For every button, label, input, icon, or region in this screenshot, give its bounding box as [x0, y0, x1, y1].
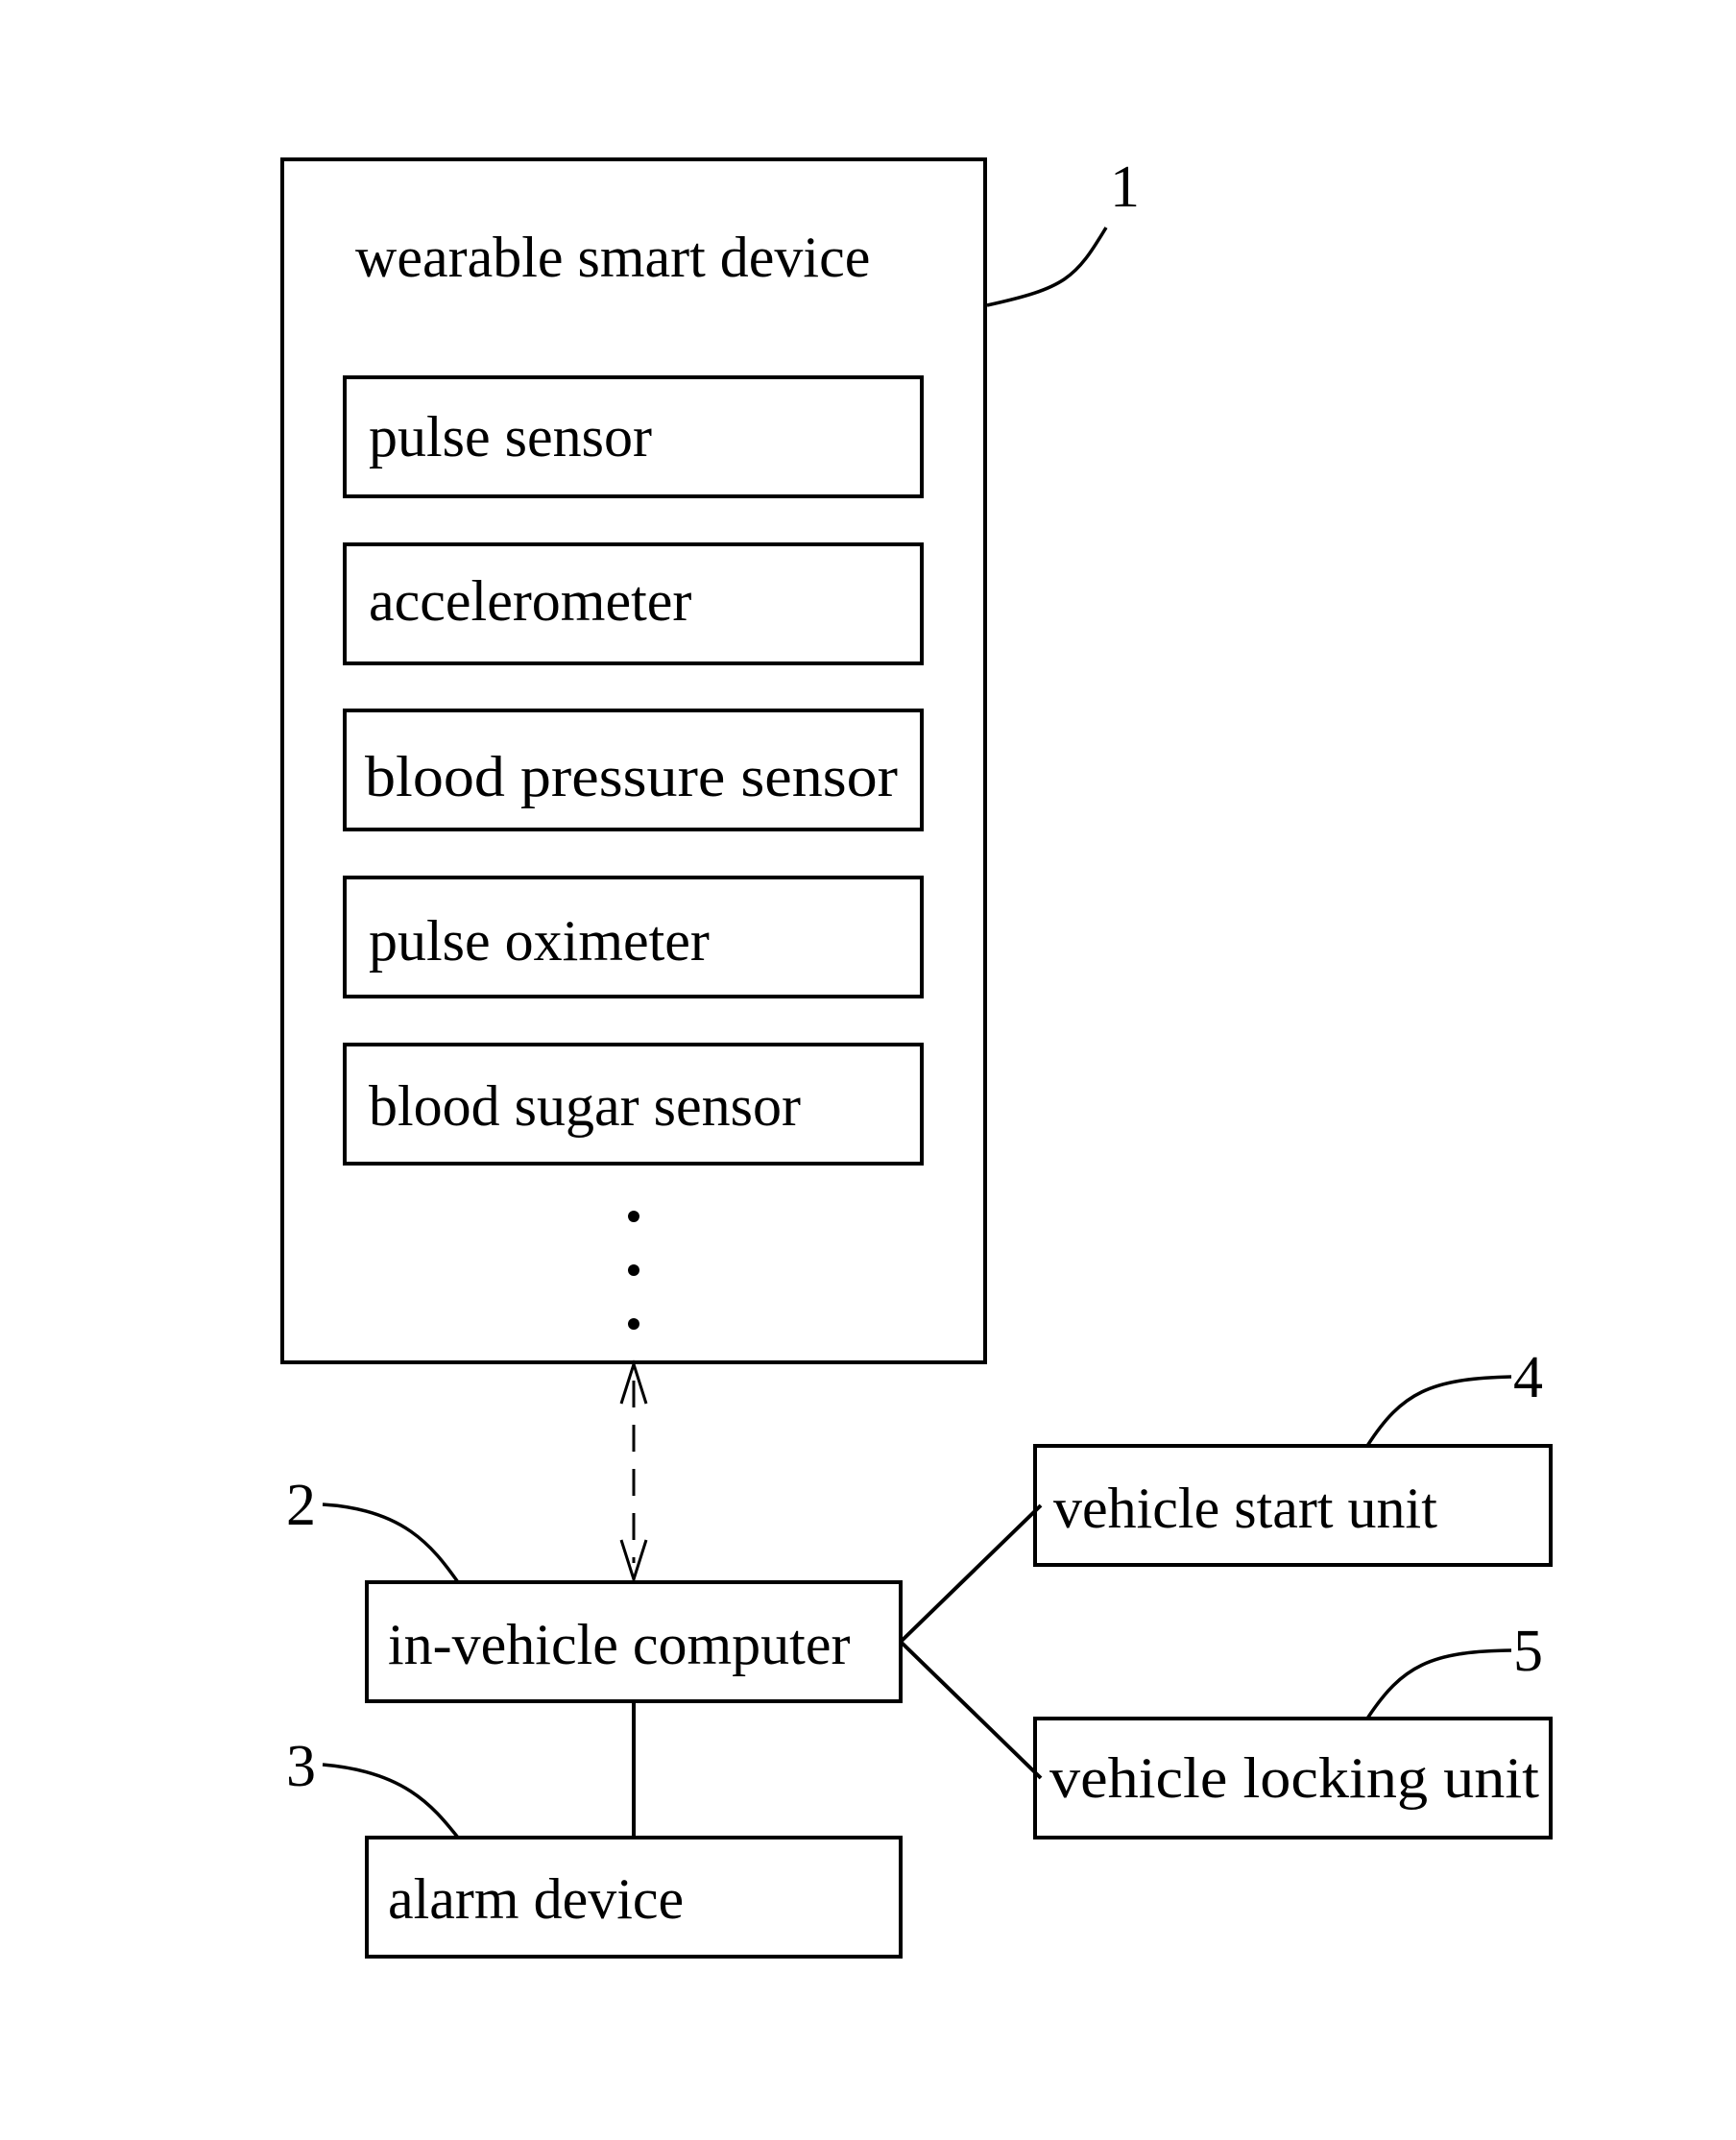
sensor-label-blood-sugar: blood sugar sensor	[369, 1074, 801, 1138]
sensor-block-blood-sugar: blood sugar sensor	[345, 1045, 922, 1164]
wireless-link	[621, 1364, 646, 1579]
ref-numeral-3: 3	[286, 1734, 316, 1799]
ref-leader-4	[1367, 1377, 1511, 1446]
alarm-device-label: alarm device	[388, 1867, 684, 1931]
in-vehicle-computer-label: in-vehicle computer	[388, 1613, 850, 1676]
sensor-block-blood-pressure: blood pressure sensor	[345, 710, 922, 830]
ref-leader-1	[987, 228, 1106, 305]
ref-leader-2	[323, 1504, 458, 1582]
ref-leader-5	[1367, 1650, 1511, 1719]
ref-numeral-1: 1	[1110, 155, 1140, 220]
wearable-smart-device-title: wearable smart device	[355, 226, 870, 289]
alarm-device-block: alarm device	[367, 1838, 901, 1957]
sensor-block-pulse-oximeter: pulse oximeter	[345, 878, 922, 997]
sensor-continuation-ellipsis	[628, 1211, 639, 1330]
ref-numeral-5: 5	[1513, 1619, 1543, 1684]
connector-computer-start-unit	[901, 1505, 1041, 1642]
vehicle-start-unit-label: vehicle start unit	[1053, 1477, 1437, 1540]
ellipsis-dot	[628, 1264, 639, 1276]
sensor-label-accelerometer: accelerometer	[369, 569, 691, 633]
connector-computer-locking-unit	[901, 1642, 1041, 1778]
ref-numeral-2: 2	[286, 1473, 316, 1538]
sensor-label-blood-pressure: blood pressure sensor	[365, 745, 898, 808]
vehicle-start-unit-block: vehicle start unit	[1035, 1446, 1551, 1565]
sensor-label-pulse-oximeter: pulse oximeter	[369, 909, 710, 973]
ref-leader-3	[323, 1765, 458, 1838]
ellipsis-dot	[628, 1211, 639, 1222]
vehicle-locking-unit-label: vehicle locking unit	[1049, 1746, 1539, 1810]
ref-numeral-4: 4	[1513, 1345, 1543, 1410]
in-vehicle-computer-block: in-vehicle computer	[367, 1582, 901, 1701]
vehicle-locking-unit-block: vehicle locking unit	[1035, 1719, 1551, 1838]
sensor-label-pulse: pulse sensor	[369, 405, 652, 469]
sensor-block-accelerometer: accelerometer	[345, 544, 922, 663]
sensor-block-pulse: pulse sensor	[345, 377, 922, 496]
wearable-smart-device-block: wearable smart device pulse sensor accel…	[282, 159, 985, 1362]
ellipsis-dot	[628, 1318, 639, 1330]
